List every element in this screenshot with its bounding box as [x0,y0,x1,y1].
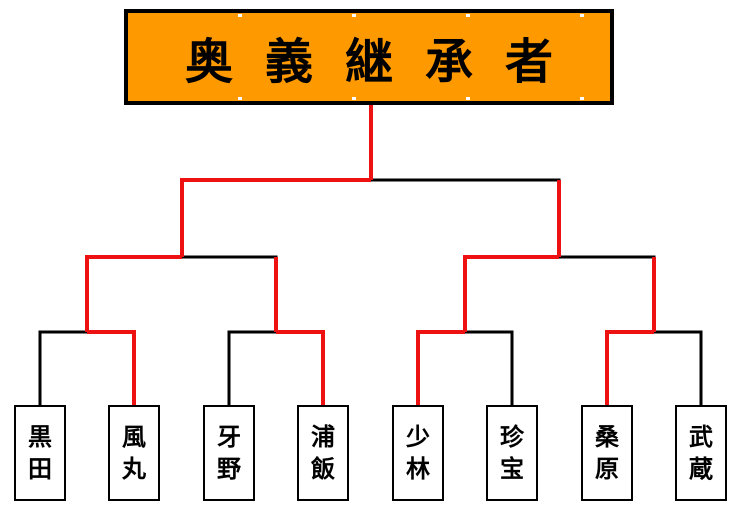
player-name-char: 黒 [28,422,52,451]
player-box-kazamaru: 風 丸 [108,405,160,501]
champion-title-box: 奥義継承者 [124,9,614,105]
bracket-line [465,330,514,405]
player-box-kuroda: 黒 田 [14,405,66,501]
bracket-line [85,255,182,332]
bracket-line [227,330,276,405]
bracket-line [38,330,87,405]
bracket-line [416,330,465,405]
match-r1-1 [38,330,136,405]
bracket-line [605,330,654,405]
player-name-char: 原 [595,454,619,483]
bracket-line [276,330,325,405]
bracket-line [180,178,371,257]
title-char: 者 [505,34,586,90]
bracket-line [182,255,278,332]
player-name-char: 林 [406,454,430,483]
player-name-char: 武 [689,422,713,451]
player-box-urameshi: 浦 飯 [297,405,349,501]
player-box-kibano: 牙 野 [203,405,255,501]
match-r2-1 [85,255,278,332]
player-box-kuwabara: 桑 原 [581,405,633,501]
champion-title: 奥義継承者 [153,22,585,92]
bracket-line [371,178,561,257]
player-name-char: 牙 [217,422,241,451]
title-char: 承 [425,34,506,90]
player-name-char: 蔵 [689,454,713,483]
bracket-line [87,330,136,405]
player-name-char: 風 [122,422,146,451]
player-box-shorin: 少 林 [392,405,444,501]
bracket-line [559,255,656,332]
title-char: 奥 [184,34,265,90]
player-name-char: 少 [406,422,430,451]
bracket-line [654,330,703,405]
player-name-char: 桑 [595,422,619,451]
player-box-musashi: 武 蔵 [675,405,727,501]
bracket-line [463,255,559,332]
player-name-char: 珍 [500,422,524,451]
player-name-char: 田 [28,454,52,483]
player-name-char: 飯 [311,454,335,483]
match-r2-2 [463,255,656,332]
title-char: 義 [264,34,345,90]
player-name-char: 浦 [311,422,335,451]
match-semifinal [180,178,561,257]
title-char: 継 [344,34,425,90]
match-r1-4 [605,330,703,405]
player-name-char: 宝 [500,454,524,483]
player-name-char: 野 [217,454,241,483]
player-name-char: 丸 [122,454,146,483]
player-box-chinpo: 珍 宝 [486,405,538,501]
match-r1-2 [227,330,325,405]
match-r1-3 [416,330,514,405]
